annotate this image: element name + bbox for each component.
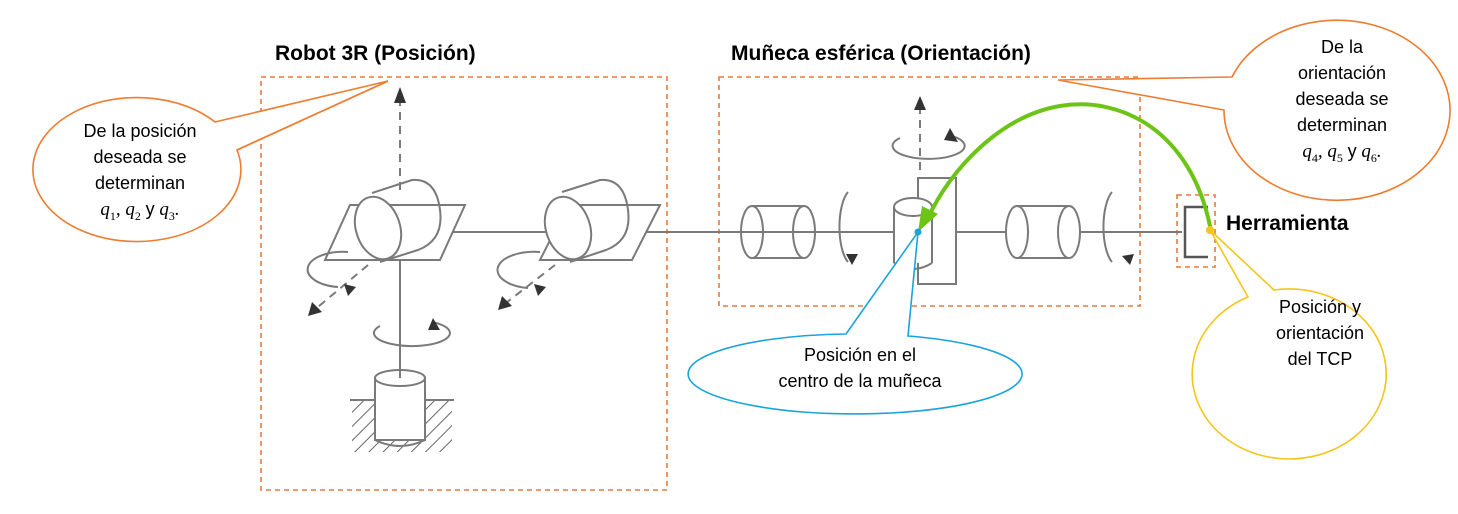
rotation-arrow-icon xyxy=(891,128,966,160)
robot-3r-title: Robot 3R (Posición) xyxy=(275,42,476,65)
tool-title: Herramienta xyxy=(1226,212,1349,235)
wrist-box xyxy=(718,76,1141,307)
tcp-point xyxy=(1206,226,1214,234)
wrist-title: Muñeca esférica (Orientación) xyxy=(731,42,1031,65)
gripper-icon xyxy=(1183,205,1208,259)
revolute-joint-icon xyxy=(538,178,662,263)
fixed-base-icon xyxy=(350,369,454,452)
orientation-joint-variables: q4, q5 y q6. xyxy=(1302,141,1382,165)
revolute-joint-icon xyxy=(323,178,467,263)
tcp-to-wrist-arc xyxy=(926,102,1212,228)
arc-arrowhead xyxy=(918,206,938,232)
orientation-callout-line: deseada se xyxy=(1295,89,1389,109)
robot-3r-box xyxy=(260,76,668,491)
mechanism xyxy=(306,87,1208,452)
wrist-center-point xyxy=(914,228,922,236)
orientation-callout-line: orientación xyxy=(1297,63,1387,83)
tcp-callout-text: Posición y orientación del TCP xyxy=(1245,294,1395,372)
revolute-joint-icon xyxy=(740,205,816,259)
position-callout-line: determinan xyxy=(94,173,186,193)
orientation-callout-line: determinan xyxy=(1296,115,1388,135)
tcp-callout-line: Posición y xyxy=(1278,297,1362,317)
orientation-callout-line: De la xyxy=(1320,37,1364,57)
tcp-callout-line: del TCP xyxy=(1287,349,1353,369)
rotation-arrow-icon xyxy=(372,318,451,348)
position-callout-line: deseada se xyxy=(93,147,187,167)
position-callout-line: De la posición xyxy=(83,121,197,141)
orientation-callout-text: De la orientación deseada se determinan … xyxy=(1242,34,1442,171)
wrist-center-callout-text: Posición en el centro de la muñeca xyxy=(715,342,1005,394)
tcp-callout-line: orientación xyxy=(1275,323,1365,343)
revolute-joint-icon xyxy=(1005,205,1081,259)
orientation-callout-bubble xyxy=(1057,19,1451,202)
wrist-center-callout-line: centro de la muñeca xyxy=(778,371,942,391)
wrist-center-callout-bubble xyxy=(687,229,1023,415)
tcp-callout-bubble xyxy=(1191,229,1387,460)
wrist-center-callout-line: Posición en el xyxy=(803,345,917,365)
position-joint-variables: q1, q2 y q3. xyxy=(100,199,180,223)
position-callout-text: De la posición deseada se determinan q1,… xyxy=(40,118,240,229)
